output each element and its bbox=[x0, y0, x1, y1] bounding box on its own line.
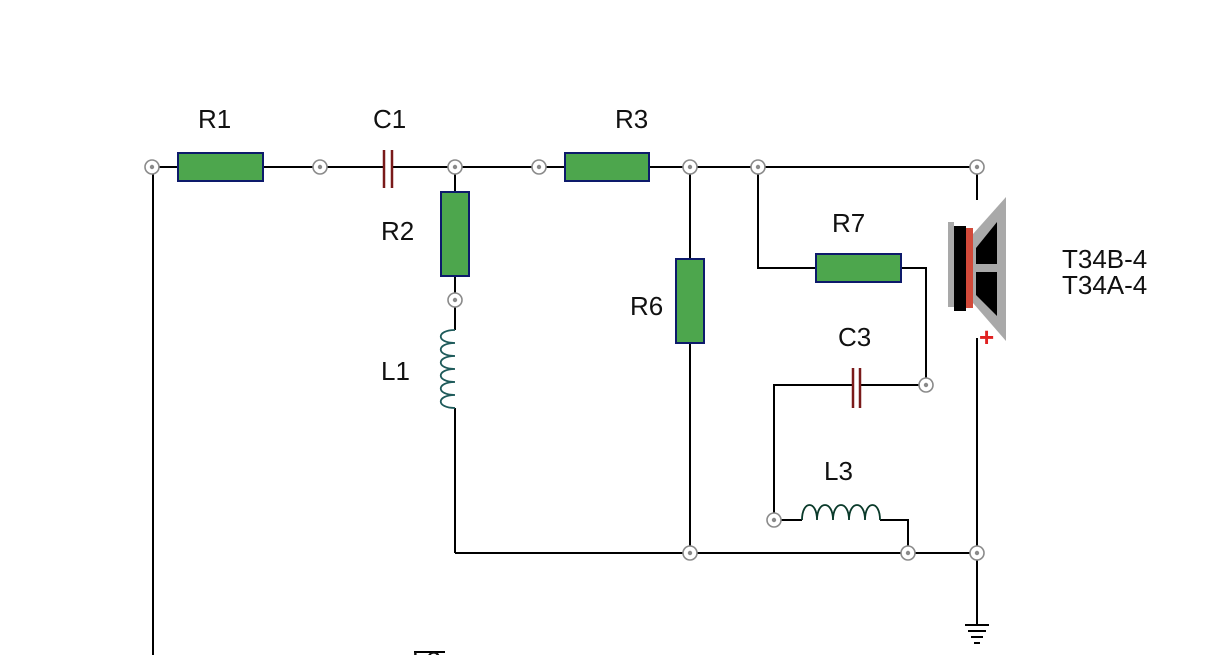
junction-node[interactable] bbox=[682, 159, 698, 175]
wire-c3-left bbox=[773, 384, 853, 520]
junction-node[interactable] bbox=[144, 159, 160, 175]
label-r6: R6 bbox=[630, 291, 663, 321]
junction-node[interactable] bbox=[447, 292, 463, 308]
junction-node[interactable] bbox=[969, 159, 985, 175]
ground-icon bbox=[965, 624, 989, 644]
junction-node[interactable] bbox=[918, 377, 934, 393]
label-l3: L3 bbox=[824, 456, 853, 486]
label-r1: R1 bbox=[198, 104, 231, 134]
wires bbox=[152, 166, 978, 655]
capacitor-c1[interactable] bbox=[382, 150, 394, 188]
speaker-model-1: T34B-4 bbox=[1062, 244, 1147, 274]
junction-node[interactable] bbox=[969, 545, 985, 561]
resistor-r3[interactable] bbox=[564, 152, 650, 182]
speaker-polarity-plus: + bbox=[979, 322, 994, 352]
label-r7: R7 bbox=[832, 208, 865, 238]
wire-l3-right bbox=[880, 519, 909, 553]
label-r2: R2 bbox=[381, 216, 414, 246]
wire-r7-left bbox=[757, 167, 816, 269]
label-c1: C1 bbox=[373, 104, 406, 134]
speaker-model-2: T34A-4 bbox=[1062, 270, 1147, 300]
label-l2: L2 bbox=[412, 646, 441, 655]
capacitor-c3[interactable] bbox=[851, 368, 862, 408]
resistor-r2[interactable] bbox=[440, 191, 470, 277]
inductor-l3[interactable] bbox=[801, 504, 881, 521]
wire-r7-right bbox=[901, 267, 927, 385]
inductor-l1[interactable] bbox=[439, 329, 456, 409]
junction-node[interactable] bbox=[447, 159, 463, 175]
junction-node[interactable] bbox=[750, 159, 766, 175]
speaker-icon[interactable] bbox=[948, 197, 1006, 341]
resistor-r1[interactable] bbox=[177, 152, 264, 182]
label-l1: L1 bbox=[381, 356, 410, 386]
resistor-r7[interactable] bbox=[815, 253, 902, 283]
nodes bbox=[144, 159, 985, 561]
junction-node[interactable] bbox=[531, 159, 547, 175]
label-c3: C3 bbox=[838, 322, 871, 352]
junction-node[interactable] bbox=[312, 159, 328, 175]
junction-node[interactable] bbox=[766, 512, 782, 528]
label-r3: R3 bbox=[615, 104, 648, 134]
resistor-r6[interactable] bbox=[675, 258, 705, 344]
junction-node[interactable] bbox=[682, 545, 698, 561]
junction-node[interactable] bbox=[900, 545, 916, 561]
